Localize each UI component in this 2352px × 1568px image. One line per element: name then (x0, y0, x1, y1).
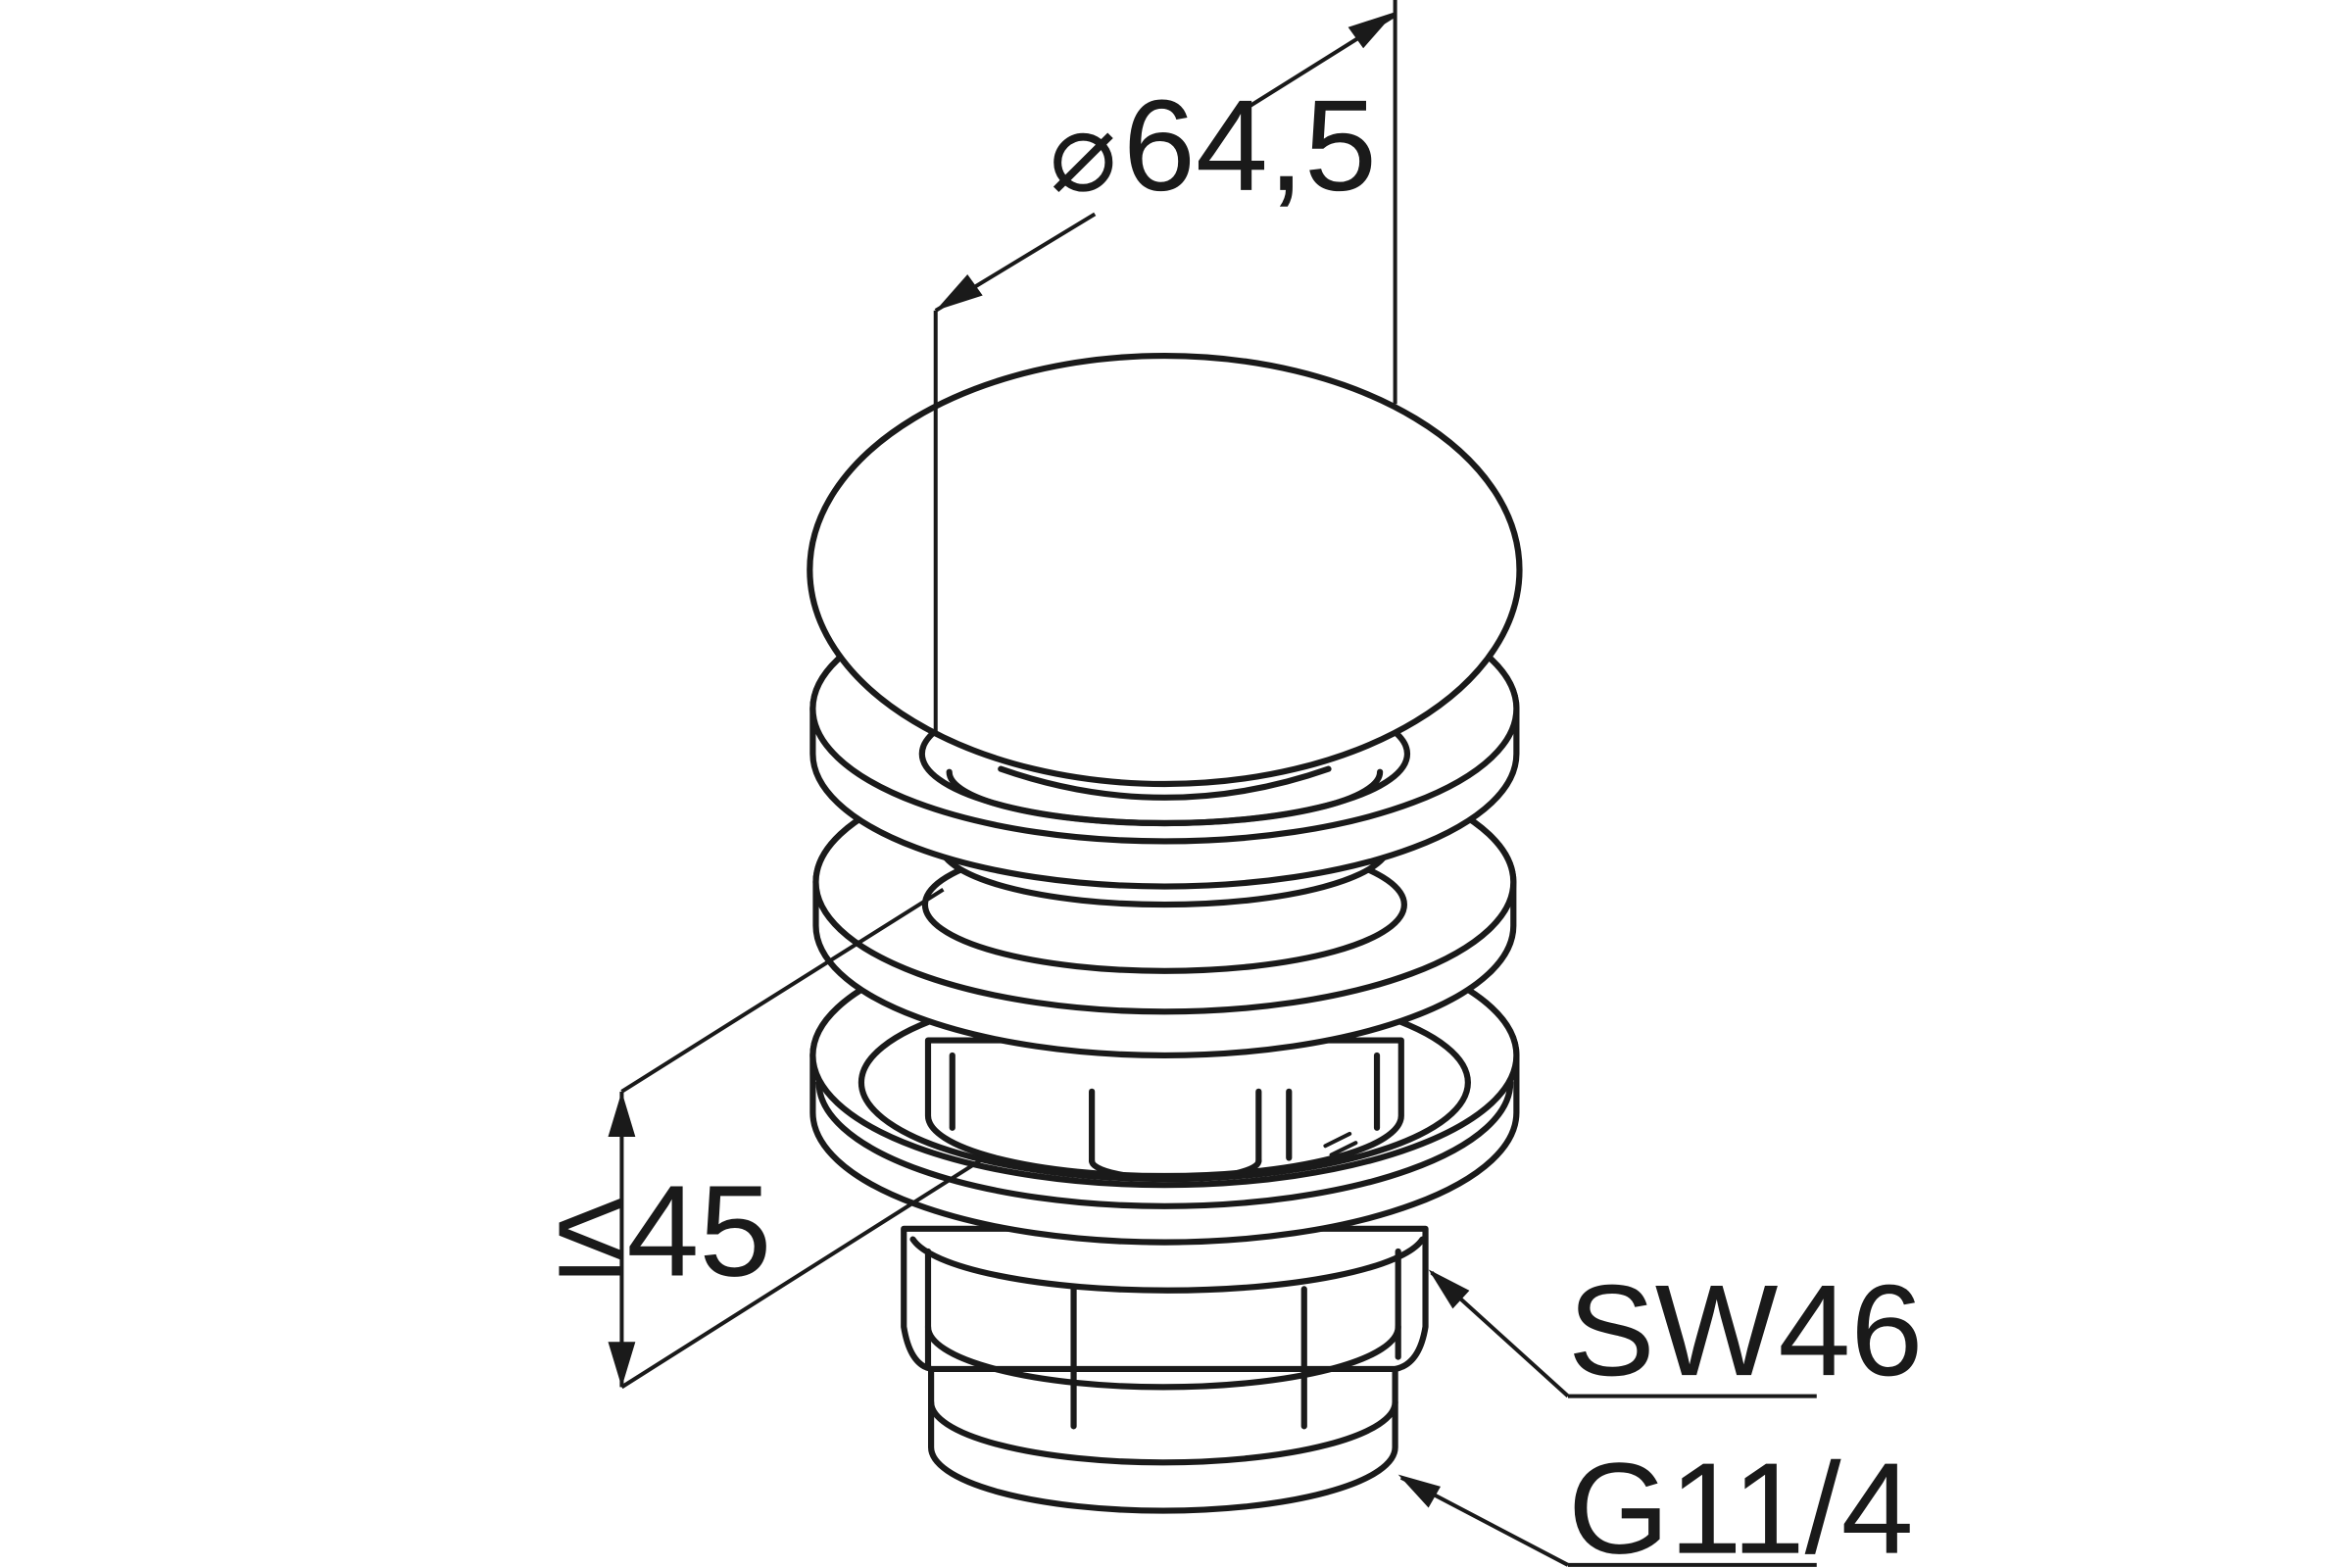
height-label: ≤45 (555, 1159, 771, 1304)
wrench-size-label: SW46 (1568, 1258, 1923, 1403)
thread-label: G11/4 (1568, 1437, 1914, 1568)
diameter-label: ⌀64,5 (1050, 74, 1377, 219)
height-dimension: ≤45 (555, 888, 981, 1390)
wrench-size-leader: SW46 (1428, 1258, 1923, 1403)
diameter-dimension: ⌀64,5 (933, 0, 1397, 733)
plug-cap (807, 353, 1523, 801)
hex-nut (901, 1225, 1429, 1430)
thread-leader: G11/4 (1397, 1437, 1914, 1568)
diameter-symbol: ⌀ (1050, 90, 1117, 215)
diameter-value: 64,5 (1123, 74, 1377, 219)
inner-cage-lower (924, 1037, 1404, 1183)
threaded-body (928, 1323, 1398, 1514)
